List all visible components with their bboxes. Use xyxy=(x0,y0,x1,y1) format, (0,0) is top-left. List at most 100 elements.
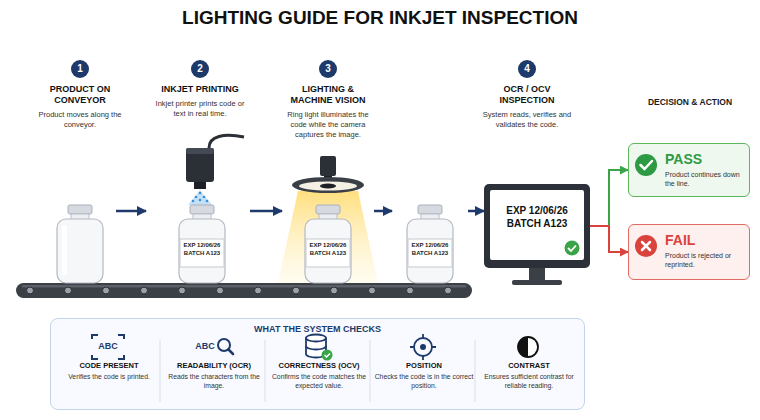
ring-light xyxy=(320,156,336,176)
inkjet-printer xyxy=(186,148,214,182)
icon-text: ABC xyxy=(96,341,120,351)
bottle-cap xyxy=(418,205,442,214)
icon-text: ABC xyxy=(193,341,217,351)
code-present-icon xyxy=(92,335,124,359)
panel-divider xyxy=(370,340,371,402)
step-number: 4 xyxy=(518,60,536,78)
ring-light xyxy=(292,177,364,193)
contrast-icon xyxy=(518,337,528,357)
check-item: POSITIONChecks the code is in the correc… xyxy=(374,361,474,391)
check-description: Confirms the code matches the expected v… xyxy=(269,373,369,391)
conveyor-roller xyxy=(369,287,376,294)
conveyor-roller xyxy=(331,287,338,294)
inkjet-printer xyxy=(209,135,244,148)
step-description: Inkjet printer prints code or text in re… xyxy=(152,99,248,119)
inkjet-printer xyxy=(186,148,214,154)
monitor-stand xyxy=(512,280,562,285)
check-heading: CONTRAST xyxy=(479,361,579,370)
database-icon xyxy=(306,335,326,342)
check-badge xyxy=(565,241,580,256)
step-description: System reads, verifies and validates the… xyxy=(477,110,577,130)
decision-icon xyxy=(629,225,663,269)
flow-arrow xyxy=(374,210,392,213)
panel-ground xyxy=(50,318,585,410)
light-cone xyxy=(278,191,378,283)
conveyor-roller xyxy=(445,287,452,294)
monitor-stand xyxy=(512,267,562,285)
step-heading: INKJET PRINTING xyxy=(150,84,250,95)
panel-ground xyxy=(50,318,585,410)
check-item: CONTRASTEnsures sufficient contrast for … xyxy=(479,361,579,391)
step-column: 2INKJET PRINTING Inkjet printer prints co… xyxy=(144,60,256,119)
conveyor-roller xyxy=(65,287,72,294)
step-column: 4OCR / OCV INSPECTION System reads, verif… xyxy=(467,60,587,130)
labelled-bottle: EXP 12/06/26 BATCH A123 xyxy=(282,205,374,283)
target-icon xyxy=(410,334,436,360)
fail-box: FAILProduct is rejected or reprinted. xyxy=(628,224,750,280)
conveyor-roller xyxy=(179,287,186,294)
flow-arrow xyxy=(590,170,628,226)
panel-divider xyxy=(475,340,476,402)
check-mark xyxy=(568,246,576,252)
bottle-code: EXP 12/06/26 BATCH A123 xyxy=(408,242,452,258)
ring-light xyxy=(292,156,364,193)
check-description: Reads the characters from the image. xyxy=(164,373,264,391)
database-icon xyxy=(325,354,331,358)
empty-bottle xyxy=(68,205,92,214)
step-column: 3LIGHTING & MACHINE VISION Ring light ill… xyxy=(272,60,384,140)
diagram-title: LIGHTING GUIDE FOR INKJET INSPECTION xyxy=(0,7,760,29)
step-number: 3 xyxy=(319,60,337,78)
conveyor-belt xyxy=(16,283,472,298)
database-icon xyxy=(306,346,326,350)
ink-spray xyxy=(195,196,198,199)
pass-box: PASS Product continues down the line. xyxy=(628,143,750,197)
monitor-screen xyxy=(490,190,584,260)
contrast-icon xyxy=(518,337,538,357)
bottle-body xyxy=(407,219,453,283)
bottle-shape xyxy=(305,205,351,283)
decision-icon-circle xyxy=(635,235,657,257)
magnifier-icon xyxy=(229,350,234,355)
empty-bottle xyxy=(57,219,103,283)
ring-light xyxy=(320,184,336,189)
panel-divider xyxy=(265,340,266,402)
conveyor-roller xyxy=(255,287,262,294)
conveyor-roller xyxy=(141,287,148,294)
database-icon xyxy=(306,335,333,361)
flow-arrow xyxy=(250,210,282,213)
check-heading: CORRECTNESS (OCV) xyxy=(269,361,369,370)
ink-spray xyxy=(192,200,195,203)
panel-heading: WHAT THE SYSTEM CHECKS xyxy=(51,324,584,334)
bottle-cap xyxy=(316,205,340,214)
labelled-bottle: EXP 12/06/26 BATCH A123 xyxy=(392,205,468,283)
decision-icon xyxy=(629,144,663,188)
bottle-body xyxy=(179,219,225,283)
bottle-shape xyxy=(179,205,225,283)
decision-description: Product is rejected or reprinted. xyxy=(665,251,743,269)
decision-description: Product continues down the line. xyxy=(665,170,743,188)
flow-arrow xyxy=(590,226,628,252)
decision-heading: PASS xyxy=(665,152,743,167)
flow-arrow xyxy=(116,211,146,212)
step-number: 1 xyxy=(71,60,89,78)
step-description: Ring light illuminates the code while th… xyxy=(282,110,374,140)
step-heading: LIGHTING & MACHINE VISION xyxy=(283,84,373,106)
target-icon xyxy=(414,338,432,356)
check-item: CODE PRESENTVerifies the code is printed… xyxy=(59,361,159,382)
step-heading: OCR / OCV INSPECTION xyxy=(487,84,567,106)
monitor-frame xyxy=(484,184,590,268)
check-heading: READABILITY (OCR) xyxy=(164,361,264,370)
decision-icon-circle xyxy=(635,154,657,176)
step-number: 2 xyxy=(191,60,209,78)
panel-divider xyxy=(160,340,475,402)
conveyor-roller xyxy=(103,287,110,294)
check-item: CORRECTNESS (OCV) Confirms the code match… xyxy=(269,361,369,391)
conveyor-roller xyxy=(27,287,452,294)
flow-arrow xyxy=(116,210,146,213)
magnifier-icon xyxy=(218,339,233,354)
monitor-stand xyxy=(529,267,545,280)
panel-divider xyxy=(160,340,161,402)
check-description: Verifies the code is printed. xyxy=(59,373,159,382)
step-heading: PRODUCT ON CONVEYOR xyxy=(45,84,115,106)
